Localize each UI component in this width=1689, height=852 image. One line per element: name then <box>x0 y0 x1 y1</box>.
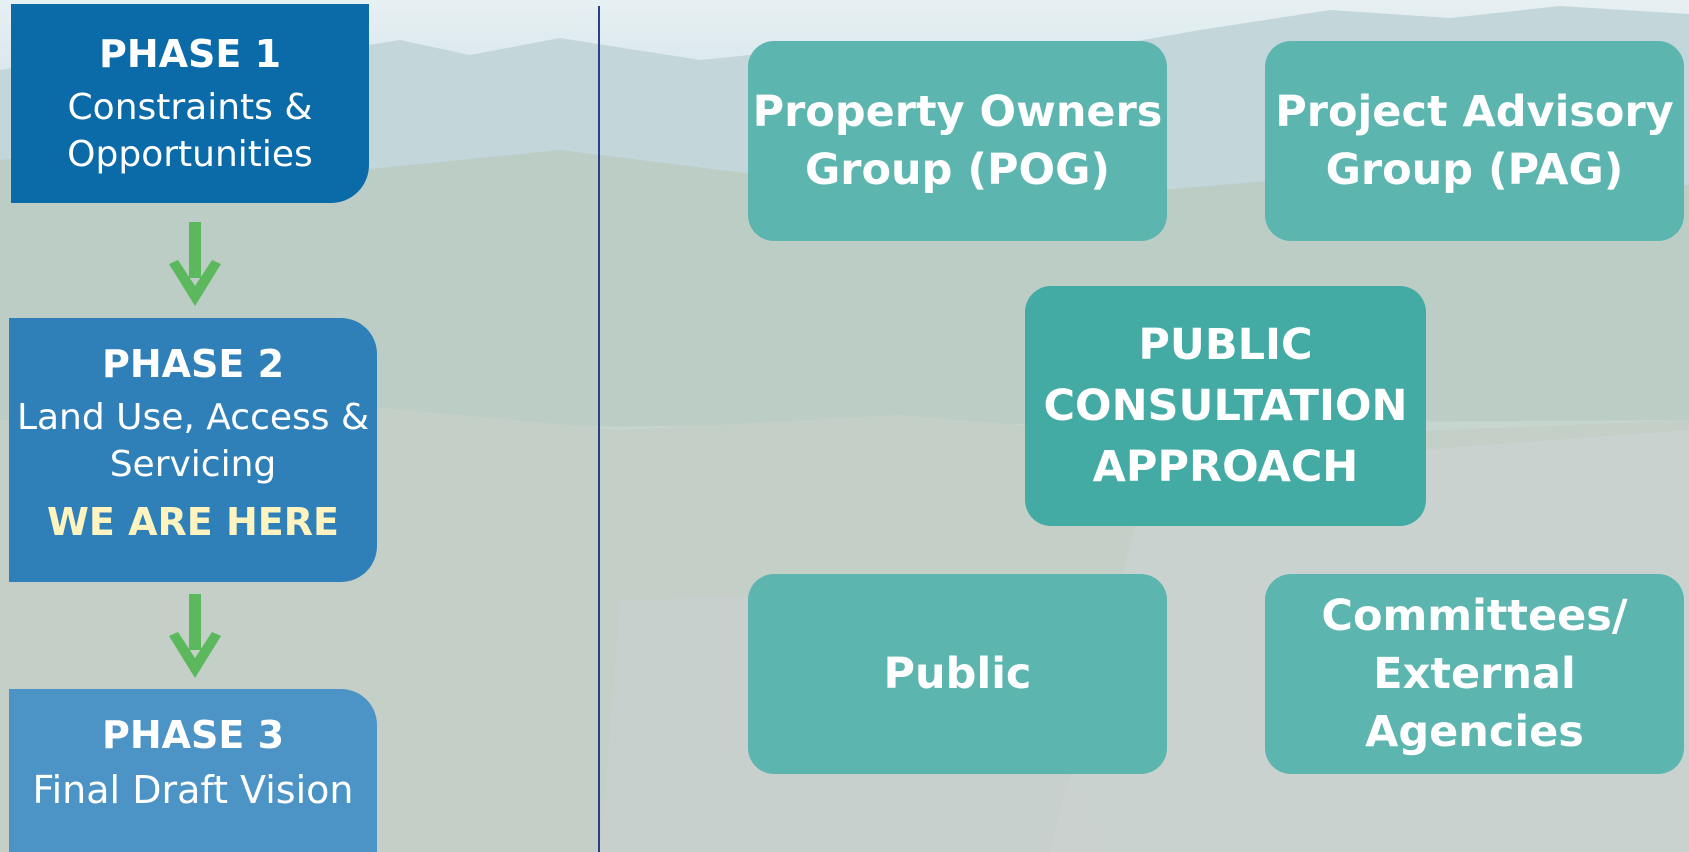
phase-3-title: PHASE 3 <box>101 713 285 757</box>
property-owners-group-box: Property Owners Group (POG) <box>748 41 1167 241</box>
current-phase-marker: WE ARE HERE <box>47 500 339 544</box>
public-consultation-approach-box: PUBLIC CONSULTATION APPROACH <box>1025 286 1426 526</box>
public-box: Public <box>748 574 1167 774</box>
section-divider <box>598 6 600 852</box>
down-arrow-icon <box>169 594 221 678</box>
phase-3-description: Final Draft Vision <box>32 768 354 812</box>
phase-3-box: PHASE 3 Final Draft Vision <box>9 689 377 852</box>
phase-1-box: PHASE 1 Constraints & Opportunities <box>11 4 369 203</box>
project-advisory-group-box: Project Advisory Group (PAG) <box>1265 41 1684 241</box>
phase-2-box: PHASE 2 Land Use, Access & Servicing WE … <box>9 318 377 582</box>
phase-2-description: Land Use, Access & Servicing <box>16 397 370 485</box>
down-arrow-icon <box>169 222 221 306</box>
phase-1-title: PHASE 1 <box>98 32 282 76</box>
phase-2-title: PHASE 2 <box>101 342 285 386</box>
phase-1-description: Constraints & Opportunities <box>67 87 313 175</box>
committees-external-agencies-box: Committees/ External Agencies <box>1265 574 1684 774</box>
